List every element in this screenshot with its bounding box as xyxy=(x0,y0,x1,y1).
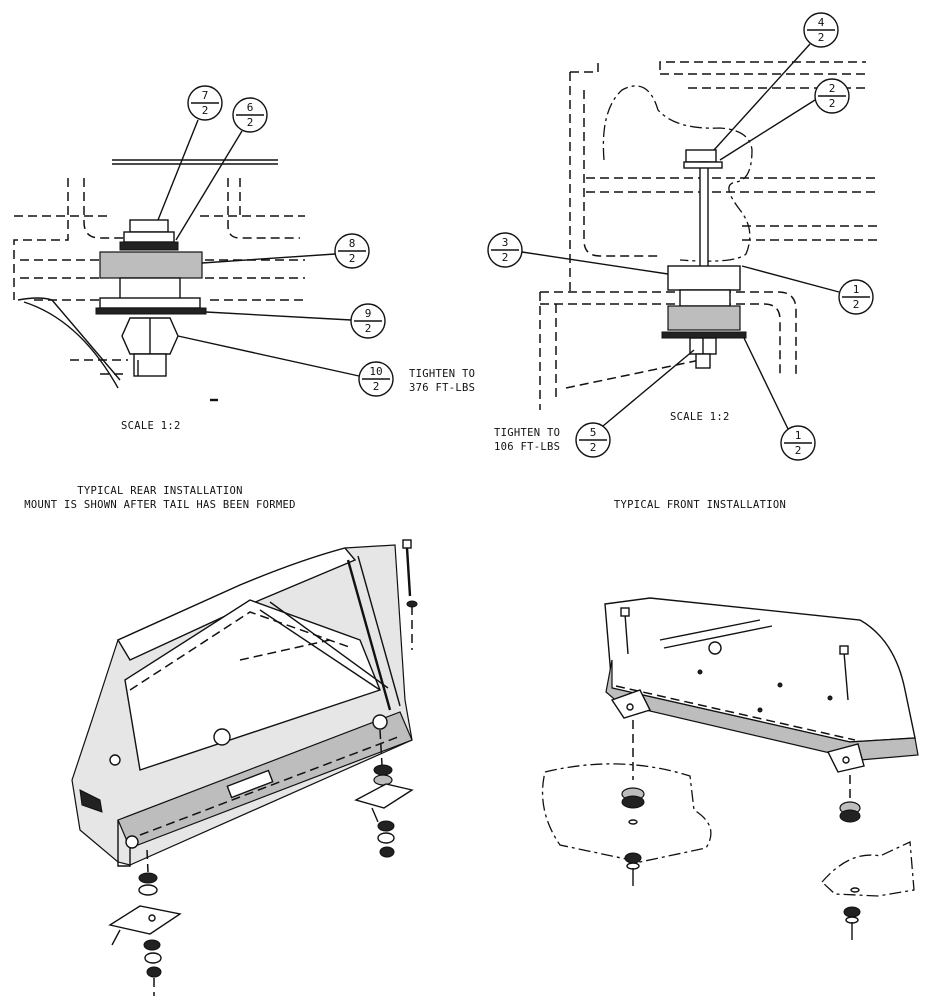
callout-item: 5 xyxy=(590,426,597,439)
front-torque-note-line2: 106 FT-LBS xyxy=(494,441,560,453)
front-isometric-view xyxy=(541,597,919,940)
rear-isometric-view xyxy=(71,539,418,996)
callout-qty: 2 xyxy=(365,322,372,335)
callout-front-item-1-lower: 1 2 xyxy=(743,337,816,461)
callout-qty: 2 xyxy=(829,97,836,110)
rear-scale-label: SCALE 1:2 xyxy=(121,420,181,432)
callout-front-item-1-upper: 1 2 xyxy=(741,265,874,315)
callout-qty: 2 xyxy=(247,116,254,129)
callout-qty: 2 xyxy=(502,251,509,264)
rear-torque-note-line1: TIGHTEN TO xyxy=(409,368,475,380)
callout-qty: 2 xyxy=(590,441,597,454)
callout-front-item-4: 4 2 xyxy=(713,12,839,151)
rear-torque-note-line2: 376 FT-LBS xyxy=(409,382,475,394)
callout-item: 10 xyxy=(369,365,382,378)
callout-rear-item-8: 8 2 xyxy=(201,233,370,269)
callout-rear-item-7: 7 2 xyxy=(157,85,223,221)
front-torque-note-line1: TIGHTEN TO xyxy=(494,427,560,439)
callout-item: 1 xyxy=(795,429,802,442)
callout-qty: 2 xyxy=(853,298,860,311)
callout-front-item-2: 2 2 xyxy=(719,78,850,161)
front-installation-detail xyxy=(539,60,880,410)
callout-item: 1 xyxy=(853,283,860,296)
callout-item: 3 xyxy=(502,236,509,249)
callout-front-item-3: 3 2 xyxy=(487,232,669,275)
callout-qty: 2 xyxy=(818,31,825,44)
callout-item: 9 xyxy=(365,307,372,320)
callout-rear-item-6: 6 2 xyxy=(175,97,268,241)
front-scale-label: SCALE 1:2 xyxy=(670,411,730,423)
callout-qty: 2 xyxy=(202,104,209,117)
callout-rear-item-9: 9 2 xyxy=(205,303,386,339)
callout-item: 2 xyxy=(829,82,836,95)
callout-rear-item-10: 10 2 xyxy=(177,335,394,397)
rear-caption-line2: MOUNT IS SHOWN AFTER TAIL HAS BEEN FORME… xyxy=(24,499,295,511)
callout-qty: 2 xyxy=(349,252,356,265)
callout-qty: 2 xyxy=(373,380,380,393)
rear-caption-line1: TYPICAL REAR INSTALLATION xyxy=(77,485,243,497)
callout-qty: 2 xyxy=(795,444,802,457)
callout-item: 7 xyxy=(202,89,209,102)
callout-item: 8 xyxy=(349,237,356,250)
rear-installation-detail xyxy=(13,159,305,402)
front-caption: TYPICAL FRONT INSTALLATION xyxy=(614,499,786,511)
callout-front-item-5: 5 2 xyxy=(575,349,695,458)
callout-item: 4 xyxy=(818,16,825,29)
callout-item: 6 xyxy=(247,101,254,114)
